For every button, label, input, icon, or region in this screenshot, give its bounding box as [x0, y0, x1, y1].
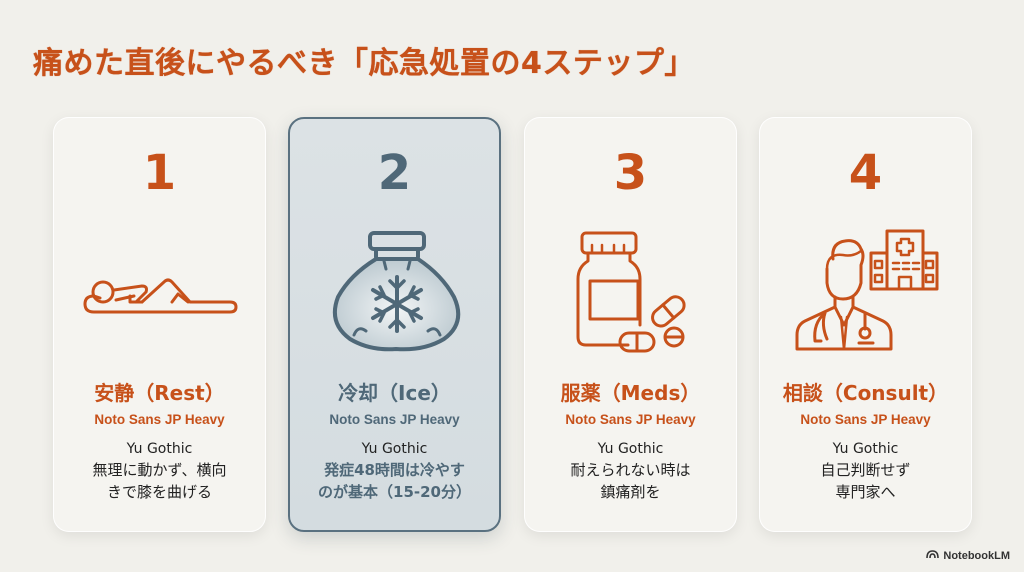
step-card-consult[interactable]: 4 相談（Consult） Noto Sans JP Heavy	[759, 117, 972, 532]
step-subtitle: Noto Sans JP Heavy	[94, 412, 225, 427]
description-line: きで膝を曲げる	[106, 483, 212, 501]
step-heading: 相談（Consult）	[782, 381, 949, 405]
step-card-rest[interactable]: 1 安静（Rest） Noto Sans JP Heavy Yu Gothic …	[53, 117, 266, 532]
step-number: 3	[613, 145, 648, 201]
step-number: 2	[377, 145, 412, 201]
step-subtitle: Noto Sans JP Heavy	[800, 412, 931, 427]
description-line: 発症48時間は冷やす	[324, 461, 465, 479]
step-font-label: Yu Gothic	[597, 441, 664, 457]
step-font-label: Yu Gothic	[361, 441, 428, 457]
step-card-ice[interactable]: 2 冷却（Ice） Noto Sans JP	[288, 117, 501, 532]
step-subtitle: Noto Sans JP Heavy	[565, 412, 696, 427]
step-font-label: Yu Gothic	[126, 441, 193, 457]
step-description: 無理に動かず、横向 きで膝を曲げる	[61, 459, 258, 503]
step-card-meds[interactable]: 3 服薬（Meds） Noto Sans JP Heavy Yu Gothic …	[524, 117, 737, 532]
person-lying-icon	[53, 222, 266, 357]
description-line: 耐えられない時は	[570, 461, 691, 479]
medicine-bottle-icon	[524, 222, 737, 357]
step-description: 耐えられない時は 鎮痛剤を	[532, 459, 729, 503]
doctor-hospital-icon	[759, 222, 972, 357]
step-number: 4	[848, 145, 883, 201]
step-description: 発症48時間は冷やす のが基本（15-20分）	[298, 459, 491, 503]
description-line: のが基本（15-20分）	[318, 483, 471, 501]
notebooklm-logo-icon	[926, 549, 940, 562]
notebooklm-watermark: NotebookLM	[926, 549, 1010, 562]
page-title: 痛めた直後にやるべき「応急処置の4ステップ」	[33, 46, 695, 81]
step-number: 1	[142, 145, 177, 201]
description-line: 専門家へ	[835, 483, 896, 501]
brand-label: NotebookLM	[943, 549, 1010, 562]
description-line: 鎮痛剤を	[600, 483, 661, 501]
step-heading: 安静（Rest）	[94, 381, 225, 405]
ice-bag-icon	[290, 224, 499, 359]
description-line: 自己判断せず	[820, 461, 911, 479]
description-line: 無理に動かず、横向	[92, 461, 227, 479]
step-subtitle: Noto Sans JP Heavy	[329, 412, 460, 427]
step-heading: 冷却（Ice）	[338, 381, 451, 405]
step-description: 自己判断せず 専門家へ	[767, 459, 964, 503]
step-heading: 服薬（Meds）	[560, 381, 701, 405]
step-font-label: Yu Gothic	[832, 441, 899, 457]
